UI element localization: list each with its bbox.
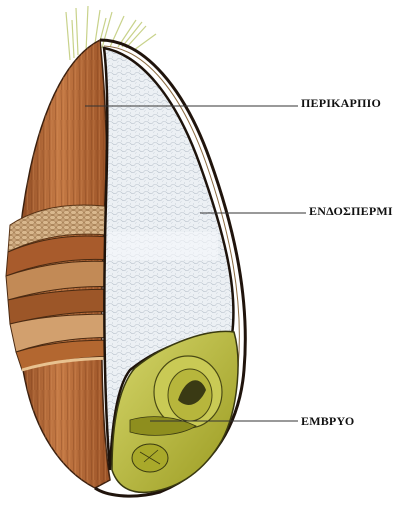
embryo-label: ΕΜΒΡΥΟ xyxy=(301,414,354,429)
endosperm-label: ΕΝΔΟΣΠΕΡΜΙ xyxy=(309,204,409,219)
pericarp-label: ΠΕΡΙΚΑΡΠΙΟ xyxy=(301,96,381,111)
